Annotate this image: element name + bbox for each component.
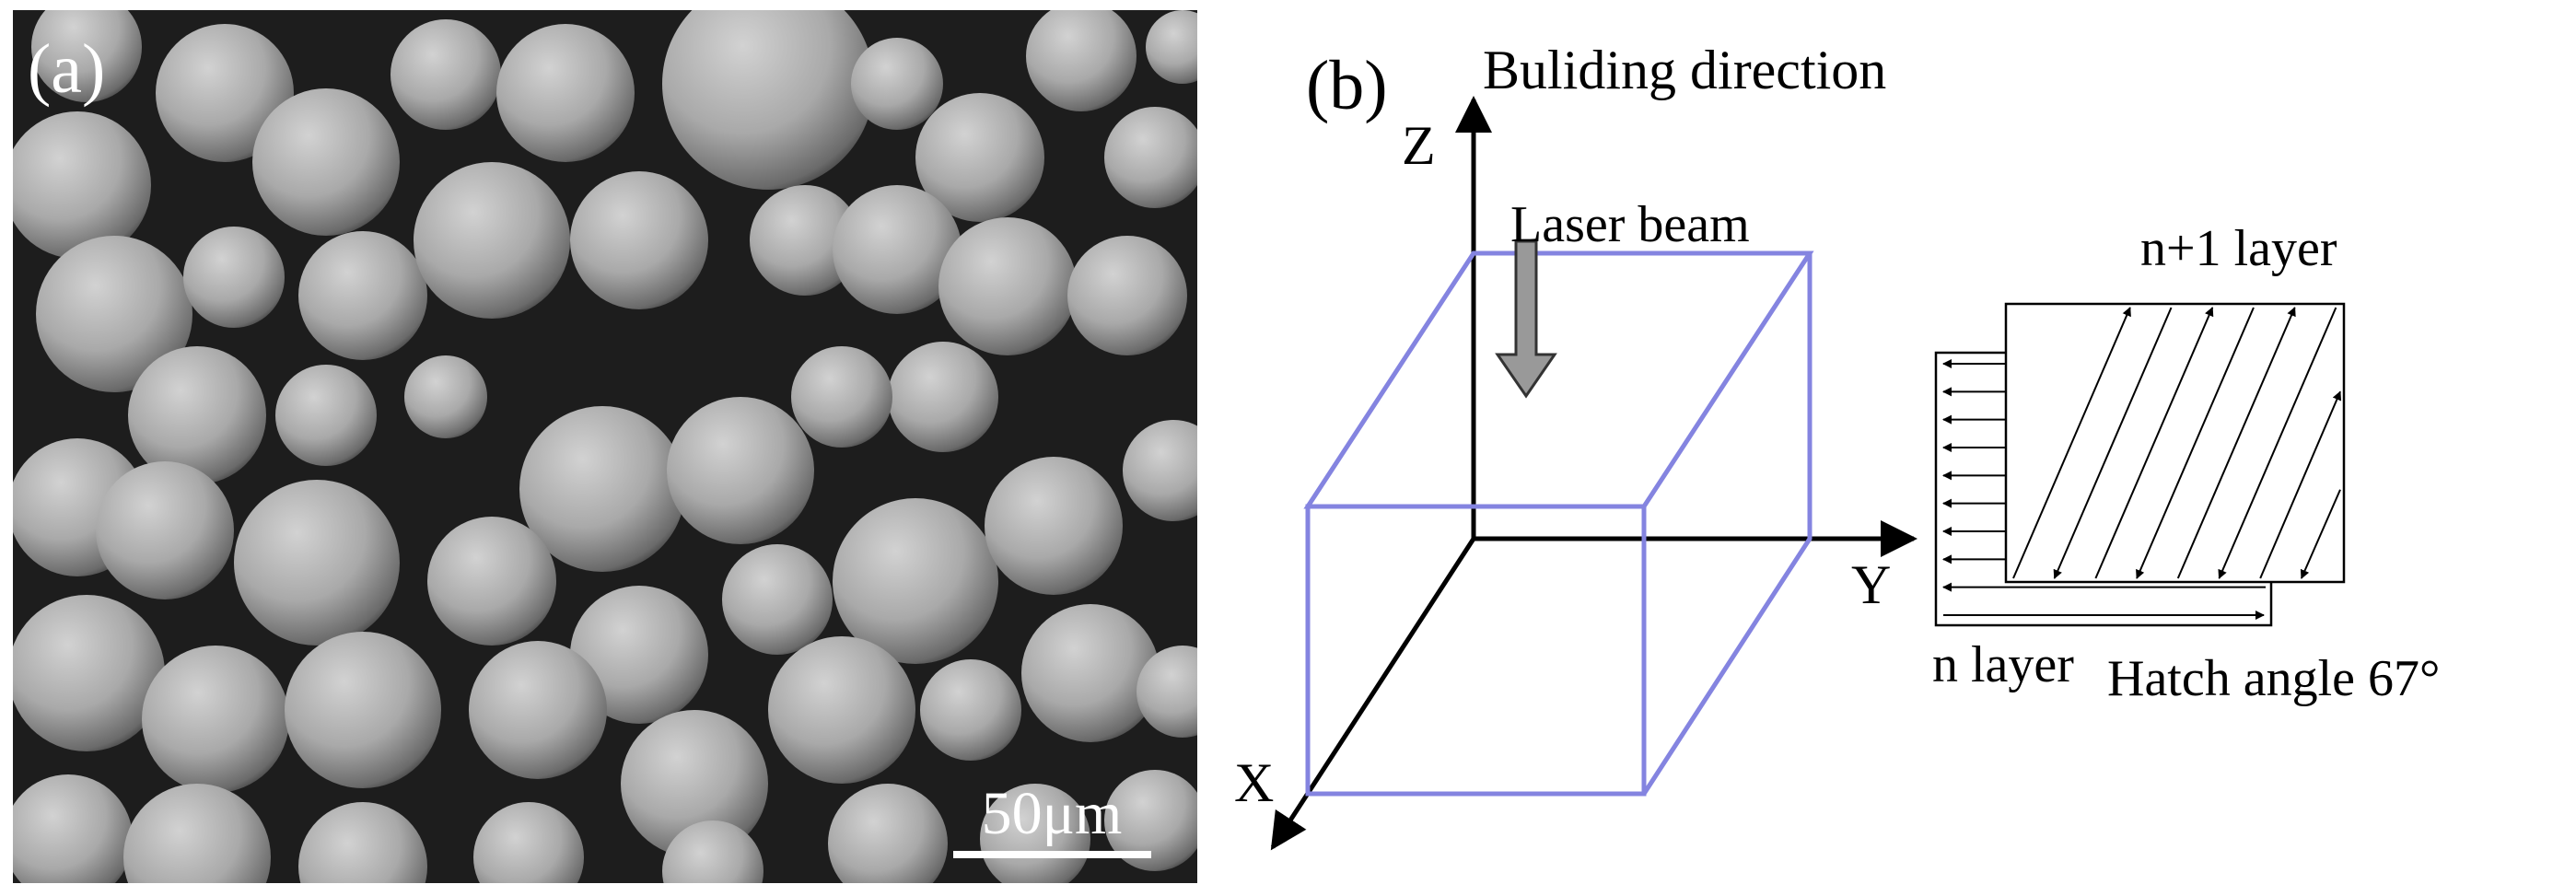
powder-particle bbox=[1026, 10, 1136, 111]
scale-bar bbox=[953, 851, 1151, 858]
sem-micrograph: (a) 50μm bbox=[13, 10, 1197, 883]
powder-particle bbox=[980, 784, 1090, 883]
powder-particle bbox=[275, 365, 377, 466]
powder-particle bbox=[722, 544, 833, 655]
powder-particle bbox=[473, 802, 584, 883]
n-plus-1-layer-hatch-vectors bbox=[2012, 307, 2342, 579]
x-axis bbox=[1270, 537, 1476, 851]
powder-particle bbox=[888, 342, 998, 452]
powder-particle bbox=[791, 346, 892, 448]
powder-particle bbox=[920, 659, 1021, 761]
scan-vector bbox=[2218, 307, 2337, 579]
scan-vector bbox=[2094, 307, 2214, 579]
scan-vector bbox=[2012, 307, 2131, 579]
powder-particle bbox=[851, 38, 943, 130]
powder-particle bbox=[36, 236, 192, 392]
powder-particle bbox=[469, 641, 607, 779]
powder-particle bbox=[298, 231, 427, 360]
laser-beam-arrow bbox=[1495, 239, 1557, 399]
powder-particle bbox=[285, 632, 441, 788]
powder-particle bbox=[1104, 770, 1197, 871]
powder-particle bbox=[938, 217, 1077, 355]
powder-particle bbox=[156, 24, 294, 162]
powder-particle bbox=[427, 517, 556, 646]
powder-particle bbox=[252, 88, 400, 236]
powder-particle bbox=[570, 586, 708, 724]
powder-particle bbox=[298, 802, 427, 883]
powder-particle bbox=[234, 480, 400, 646]
powder-particle bbox=[31, 10, 142, 102]
laser-beam-label: Laser beam bbox=[1510, 196, 1750, 253]
powder-particle bbox=[1104, 107, 1197, 208]
powder-particle bbox=[1067, 236, 1187, 355]
scale-bar-label: 50μm bbox=[982, 780, 1123, 847]
powder-particle bbox=[915, 93, 1044, 222]
cube-front-face bbox=[1305, 504, 1647, 797]
n-plus-1-layer bbox=[2004, 302, 2346, 584]
powder-particles bbox=[13, 10, 1197, 883]
panel-b-label: (b) bbox=[1306, 47, 1388, 124]
powder-particle bbox=[750, 185, 860, 296]
powder-particle bbox=[570, 171, 708, 309]
powder-particle bbox=[662, 10, 874, 190]
powder-particle bbox=[128, 346, 266, 484]
powder-particle bbox=[768, 636, 915, 784]
scan-strategy-schematic: (b) Z Y X Buliding direction Laser beam … bbox=[1234, 40, 2440, 851]
powder-particle bbox=[828, 784, 948, 883]
powder-particle bbox=[667, 397, 814, 544]
scan-vector bbox=[2300, 489, 2341, 579]
powder-particle bbox=[1136, 646, 1197, 738]
n-layer-label: n layer bbox=[1932, 636, 2074, 693]
scan-vector bbox=[2176, 307, 2296, 579]
scan-vector bbox=[2053, 307, 2173, 579]
powder-particle bbox=[1123, 420, 1197, 521]
powder-particle bbox=[519, 406, 685, 572]
powder-particle bbox=[183, 227, 285, 328]
powder-particle bbox=[390, 19, 501, 130]
powder-particle bbox=[13, 774, 133, 883]
n-layer-hatch-vectors bbox=[1942, 359, 2266, 620]
building-direction-label: Buliding direction bbox=[1483, 40, 1886, 100]
powder-particle bbox=[414, 162, 570, 319]
powder-particle bbox=[142, 646, 289, 793]
powder-particle bbox=[833, 498, 998, 664]
powder-particle bbox=[621, 710, 768, 857]
powder-particle bbox=[404, 355, 487, 438]
n-plus-1-layer-outline bbox=[2004, 302, 2346, 584]
scan-vector bbox=[2259, 390, 2342, 579]
hatch-angle-label: Hatch angle 67° bbox=[2107, 650, 2440, 707]
powder-particle bbox=[13, 595, 165, 751]
powder-particle bbox=[662, 820, 763, 883]
n-plus-1-layer-label: n+1 layer bbox=[2140, 220, 2337, 277]
powder-particle bbox=[13, 111, 151, 259]
cube-right-face bbox=[1641, 253, 1813, 796]
powder-particle bbox=[1021, 604, 1160, 742]
scan-vector bbox=[2136, 307, 2255, 579]
powder-particle bbox=[1146, 10, 1197, 84]
powder-particle bbox=[496, 24, 635, 162]
x-axis-label: X bbox=[1234, 752, 1274, 813]
panel-a-label: (a) bbox=[28, 30, 105, 108]
powder-particle bbox=[985, 457, 1123, 595]
powder-particle bbox=[96, 461, 234, 599]
powder-particle bbox=[123, 784, 271, 883]
z-axis-label: Z bbox=[1402, 115, 1436, 176]
build-cube bbox=[1303, 250, 1814, 797]
powder-particle bbox=[833, 185, 962, 314]
y-axis-label: Y bbox=[1851, 554, 1891, 615]
cube-top-face bbox=[1303, 250, 1814, 509]
